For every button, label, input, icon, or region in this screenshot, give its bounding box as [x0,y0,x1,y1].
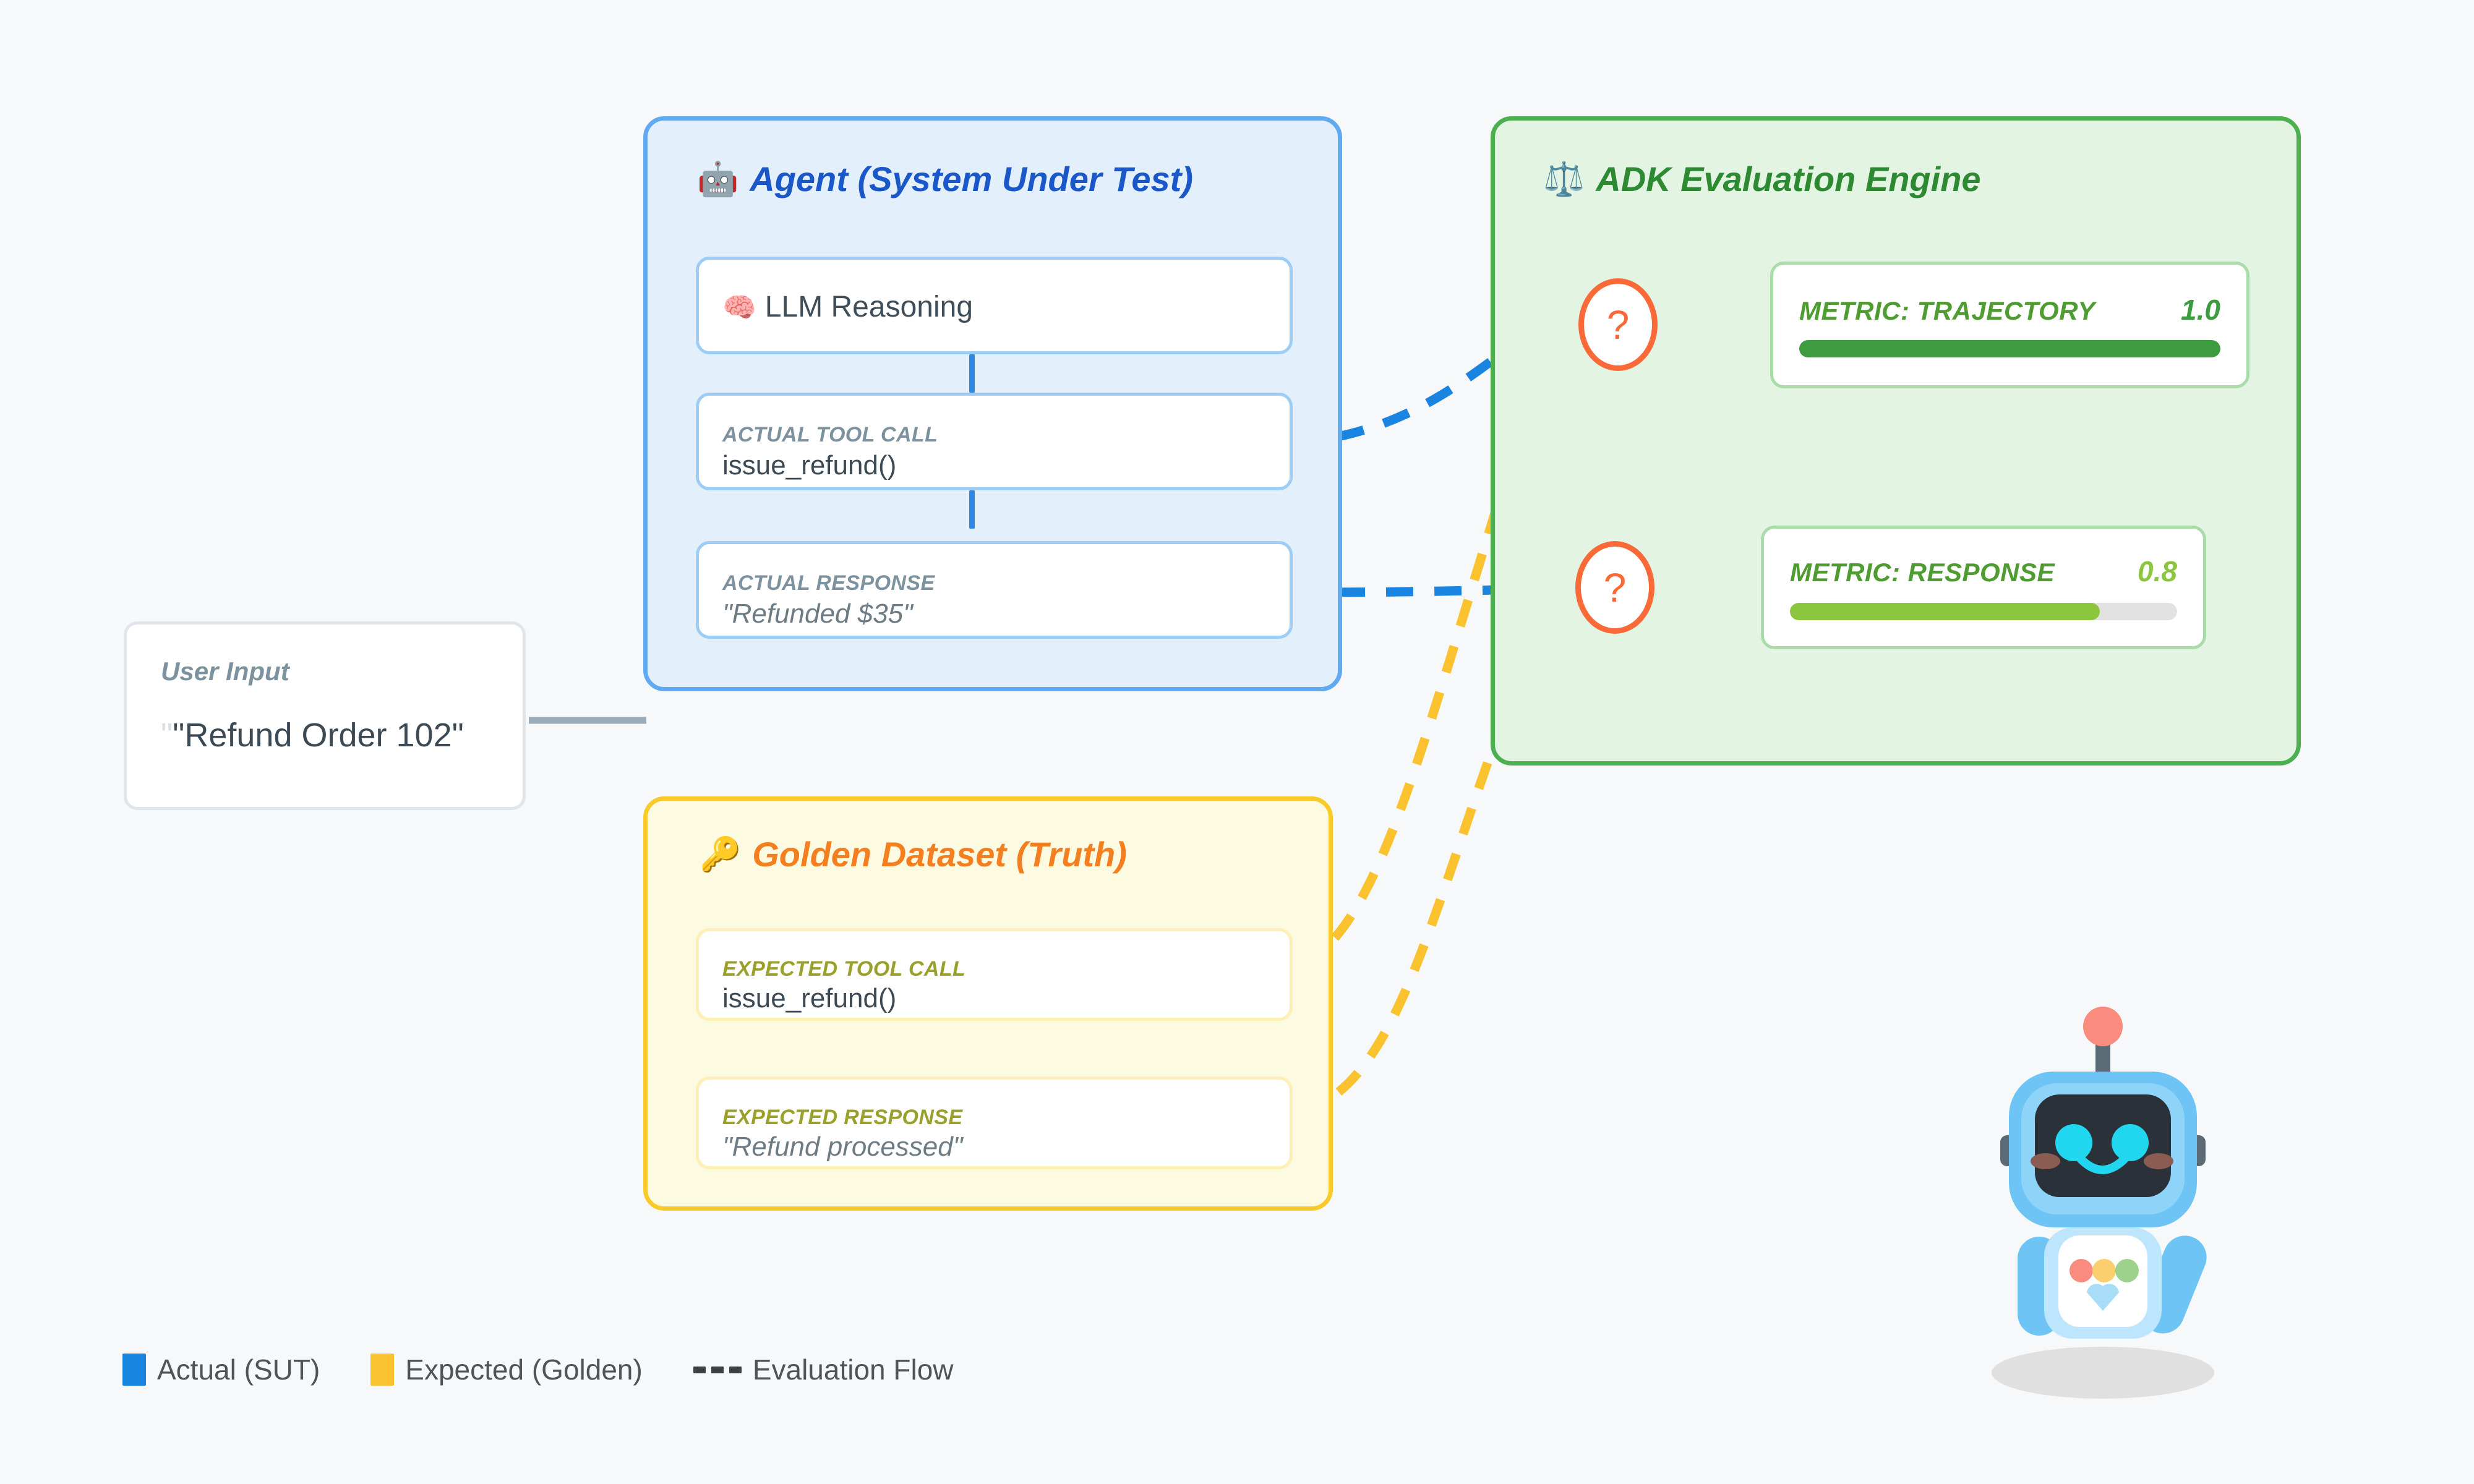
metric-trajectory-name: METRIC: TRAJECTORY [1799,296,2095,325]
expected-tool-call-card[interactable]: EXPECTED TOOL CALL issue_refund() [696,928,1293,1021]
legend-label-expected: Expected (Golden) [405,1354,643,1386]
robot-face-icon: 🤖 [697,160,739,198]
metric-card-trajectory[interactable]: METRIC: TRAJECTORY 1.0 [1770,262,2249,388]
actual-tool-call-value: issue_refund() [722,450,897,480]
robot-smile [2075,1153,2130,1174]
metric-trajectory-score: 1.0 [2181,294,2220,326]
legend-item-actual: Actual (SUT) [122,1353,320,1386]
robot-mascot-illustration [1992,1007,2214,1399]
metric-response-score: 0.8 [2138,555,2177,587]
user-input-label: User Input [161,657,289,686]
actual-response-label: ACTUAL RESPONSE [722,571,935,595]
metric-response-head: METRIC: RESPONSE 0.8 [1764,555,2203,588]
expected-response-value: "Refund processed" [722,1132,963,1162]
robot-antenna-bulb [2083,1007,2123,1046]
expected-response-card[interactable]: EXPECTED RESPONSE "Refund processed" [696,1077,1293,1169]
legend-swatch-actual [122,1354,146,1386]
llm-reasoning-row: 🧠 LLM Reasoning [722,290,973,324]
user-input-ghost-quote: " [161,717,173,754]
robot-eye-right [2112,1124,2149,1161]
brain-icon: 🧠 [722,292,756,323]
legend: Actual (SUT) Expected (Golden) Evaluatio… [122,1353,954,1386]
trajectory-compare-marker[interactable]: ? [1578,278,1658,371]
golden-panel-title-text: Golden Dataset (Truth) [752,835,1127,874]
metric-response-name: METRIC: RESPONSE [1790,558,2055,587]
golden-dataset-panel: 🔑 Golden Dataset (Truth) EXPECTED TOOL C… [643,796,1333,1211]
agent-panel-title-text: Agent (System Under Test) [750,160,1193,198]
agent-panel: 🤖 Agent (System Under Test) 🧠 LLM Reason… [643,116,1342,691]
metric-response-progress-track [1790,603,2177,620]
user-input-value: ""Refund Order 102" [161,716,464,754]
legend-label-flow: Evaluation Flow [752,1354,954,1386]
key-icon: 🔑 [700,835,742,873]
response-compare-marker[interactable]: ? [1575,541,1654,634]
legend-item-flow: Evaluation Flow [693,1353,954,1386]
robot-body-light-red [2070,1259,2093,1282]
metric-card-response[interactable]: METRIC: RESPONSE 0.8 [1761,526,2206,649]
actual-tool-call-label: ACTUAL TOOL CALL [722,423,938,446]
adk-evaluation-engine-panel: ⚖️ ADK Evaluation Engine ? METRIC: TRAJE… [1491,116,2301,765]
legend-label-actual: Actual (SUT) [157,1354,320,1386]
expected-tool-call-value: issue_refund() [722,983,897,1013]
metric-trajectory-head: METRIC: TRAJECTORY 1.0 [1773,293,2246,326]
metric-response-progress-fill [1790,603,2100,620]
llm-reasoning-label: LLM Reasoning [764,291,974,323]
expected-tool-call-label: EXPECTED TOOL CALL [722,957,966,981]
balance-scale-icon: ⚖️ [1543,160,1585,198]
agent-panel-title: 🤖 Agent (System Under Test) [697,159,1193,199]
agent-link-toolcall-to-response [969,490,975,529]
llm-reasoning-card[interactable]: 🧠 LLM Reasoning [696,257,1293,354]
actual-response-value: "Refunded $35" [722,599,913,629]
actual-tool-call-card[interactable]: ACTUAL TOOL CALL issue_refund() [696,393,1293,490]
legend-item-expected: Expected (Golden) [370,1353,643,1386]
eval-panel-title-text: ADK Evaluation Engine [1596,160,1981,198]
robot-shadow [1992,1347,2214,1399]
metric-trajectory-progress-track [1799,340,2220,357]
robot-face-screen [2035,1094,2171,1197]
robot-body-heart [2087,1284,2119,1311]
agent-link-reasoning-to-toolcall [969,354,975,393]
robot-cheek-left [2031,1153,2060,1169]
robot-body-light-yellow [2092,1259,2116,1282]
robot-eye-left [2055,1124,2092,1161]
user-input-card[interactable]: User Input ""Refund Order 102" [124,621,526,810]
eval-panel-title: ⚖️ ADK Evaluation Engine [1543,159,1981,199]
golden-panel-title: 🔑 Golden Dataset (Truth) [700,834,1127,874]
expected-response-label: EXPECTED RESPONSE [722,1106,963,1129]
user-input-text: "Refund Order 102" [173,717,464,754]
robot-cheek-right [2144,1153,2173,1169]
dashed-line-icon [693,1366,742,1373]
legend-swatch-expected [370,1354,395,1386]
actual-response-card[interactable]: ACTUAL RESPONSE "Refunded $35" [696,541,1293,639]
metric-trajectory-progress-fill [1799,340,2220,357]
robot-body-light-green [2115,1259,2139,1282]
